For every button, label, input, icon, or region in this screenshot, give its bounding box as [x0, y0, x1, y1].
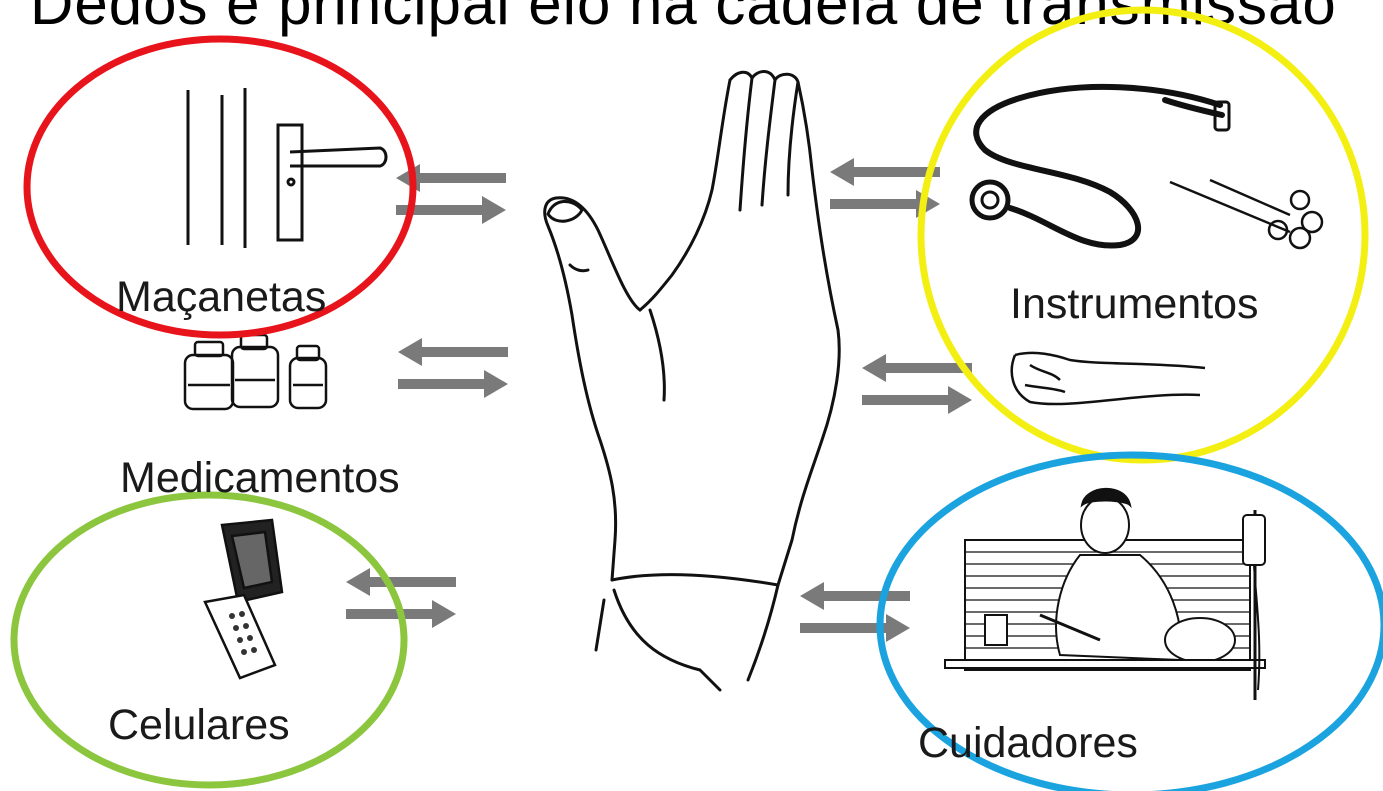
door-handle-icon — [186, 88, 388, 248]
patient-hand-icon — [1010, 351, 1206, 406]
label-instrumentos: Instrumentos — [1010, 280, 1259, 328]
label-macanetas: Maçanetas — [116, 273, 327, 321]
stethoscope-scissors-icon — [969, 83, 1231, 249]
scissors-icon — [1169, 178, 1324, 250]
arrow-pair-cuidadores — [800, 582, 910, 642]
label-medicamentos: Medicamentos — [120, 454, 400, 502]
medicine-bottles-icon — [183, 333, 328, 411]
blue-highlight-ellipse — [876, 451, 1383, 791]
hand-icon — [543, 70, 841, 692]
yellow-highlight-ellipse — [917, 6, 1369, 464]
green-highlight-ellipse — [10, 491, 408, 789]
arrow-pair-patient-hand — [862, 354, 972, 414]
nurse-caring-patient-icon — [944, 487, 1266, 700]
flip-phone-icon — [203, 518, 284, 680]
label-celulares: Celulares — [108, 701, 290, 749]
arrow-pair-medicamentos — [398, 338, 508, 398]
red-highlight-ellipse — [23, 35, 417, 339]
arrows — [346, 158, 972, 642]
label-cuidadores: Cuidadores — [918, 719, 1138, 767]
page-title: Dedos e principal elo na cadeia de trans… — [30, 0, 1337, 37]
